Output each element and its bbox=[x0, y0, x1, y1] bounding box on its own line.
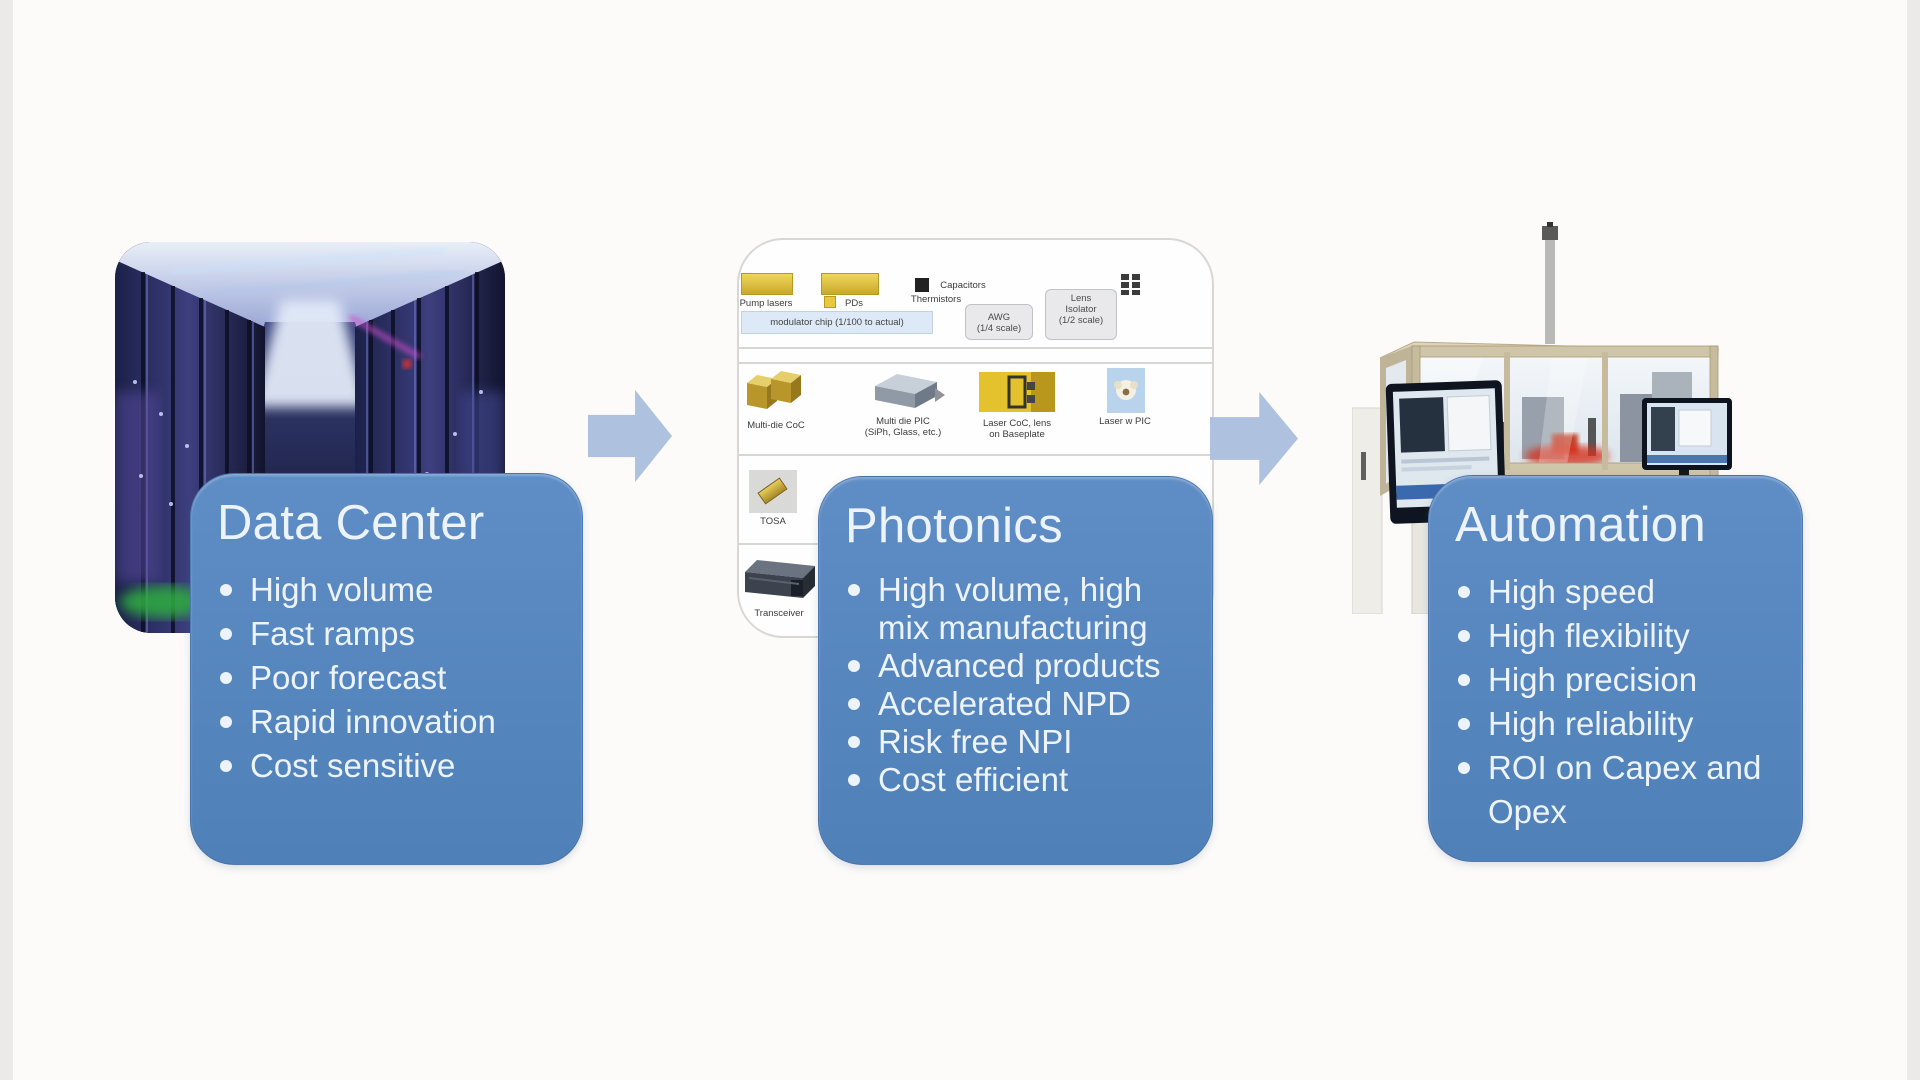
bullet-item: High reliability bbox=[1455, 702, 1784, 746]
card-photonics: Photonics High volume, high mix manufact… bbox=[818, 476, 1213, 865]
arrow-right-icon bbox=[1210, 391, 1298, 486]
bullet-item: High speed bbox=[1455, 570, 1784, 614]
isolator-scale-label: (1/2 scale) bbox=[1058, 315, 1104, 326]
tosa-label: TOSA bbox=[760, 516, 786, 527]
bullet-item: High precision bbox=[1455, 658, 1784, 702]
tosa-icon bbox=[749, 470, 797, 513]
awg-box: AWG (1/4 scale) bbox=[965, 304, 1033, 340]
card-automation: Automation High speed High flexibility H… bbox=[1428, 475, 1803, 862]
card-data-center: Data Center High volume Fast ramps Poor … bbox=[190, 473, 583, 865]
bullet-item: Fast ramps bbox=[217, 612, 564, 656]
lens-isolator-box: Lens Isolator (1/2 scale) bbox=[1045, 289, 1117, 340]
slide-right-margin bbox=[1907, 0, 1920, 1080]
laser-w-pic-label: Laser w PIC bbox=[1099, 416, 1151, 427]
laser-bar-icon bbox=[821, 273, 879, 295]
laser-coc-line1: Laser CoC, lens bbox=[982, 418, 1052, 429]
card-title-data-center: Data Center bbox=[217, 496, 485, 550]
bullet-item: High flexibility bbox=[1455, 614, 1784, 658]
panel-divider bbox=[739, 362, 1212, 364]
bullet-item: Advanced products bbox=[845, 647, 1194, 685]
bullet-item: High volume, high mix manufacturing bbox=[845, 571, 1194, 647]
isolator-label: Isolator bbox=[1065, 304, 1097, 315]
multi-die-coc-label: Multi-die CoC bbox=[747, 420, 805, 431]
bullet-item: ROI on Capex and Opex bbox=[1455, 746, 1784, 834]
awg-scale-label: (1/4 scale) bbox=[976, 323, 1022, 334]
tosa-chip-icon bbox=[757, 477, 788, 505]
pds-label: PDs bbox=[845, 298, 863, 309]
multi-die-coc-icon bbox=[747, 371, 801, 409]
awg-label: AWG bbox=[987, 312, 1011, 323]
multi-die-pic-line2: (SiPh, Glass, etc.) bbox=[864, 427, 942, 438]
bullet-item: Cost efficient bbox=[845, 761, 1194, 799]
slide-left-margin bbox=[0, 0, 13, 1080]
multi-die-pic-line1: Multi die PIC bbox=[876, 416, 930, 427]
card-title-photonics: Photonics bbox=[845, 499, 1063, 553]
panel-divider bbox=[739, 454, 1212, 456]
laser-bar-icon bbox=[741, 273, 793, 295]
arrow-right-icon bbox=[588, 389, 672, 483]
bullet-item: Accelerated NPD bbox=[845, 685, 1194, 723]
bullet-item: Poor forecast bbox=[217, 656, 564, 700]
capacitor-icon bbox=[915, 278, 929, 292]
panel-divider bbox=[739, 347, 1212, 349]
laser-coc-label: Laser CoC, lens on Baseplate bbox=[973, 418, 1061, 440]
thermistors-label: Thermistors bbox=[910, 294, 962, 305]
transceiver-label: Transceiver bbox=[754, 608, 804, 619]
lens-label: Lens bbox=[1070, 293, 1092, 304]
bullet-item: Risk free NPI bbox=[845, 723, 1194, 761]
mini-arrow-icon bbox=[935, 388, 945, 402]
capacitors-label: Capacitors bbox=[940, 280, 986, 291]
laser-coc-icon bbox=[979, 372, 1055, 412]
pump-lasers-label: Pump lasers bbox=[739, 298, 793, 309]
bullet-list: High volume Fast ramps Poor forecast Rap… bbox=[217, 568, 564, 788]
small-chip-icon bbox=[1121, 274, 1140, 295]
modulator-strip: modulator chip (1/100 to actual) bbox=[741, 311, 933, 334]
multi-die-pic-label: Multi die PIC (SiPh, Glass, etc.) bbox=[855, 416, 951, 438]
card-title-automation: Automation bbox=[1455, 498, 1706, 552]
bullet-list: High volume, high mix manufacturing Adva… bbox=[845, 571, 1194, 799]
bullet-item: Cost sensitive bbox=[217, 744, 564, 788]
laser-coc-line2: on Baseplate bbox=[989, 429, 1045, 440]
bullet-item: Rapid innovation bbox=[217, 700, 564, 744]
bullet-item: High volume bbox=[217, 568, 564, 612]
laser-w-pic-icon bbox=[1107, 368, 1145, 413]
transceiver-icon bbox=[745, 560, 815, 598]
multi-die-pic-icon bbox=[875, 374, 937, 408]
pd-icon bbox=[824, 296, 836, 308]
bullet-list: High speed High flexibility High precisi… bbox=[1455, 570, 1784, 834]
